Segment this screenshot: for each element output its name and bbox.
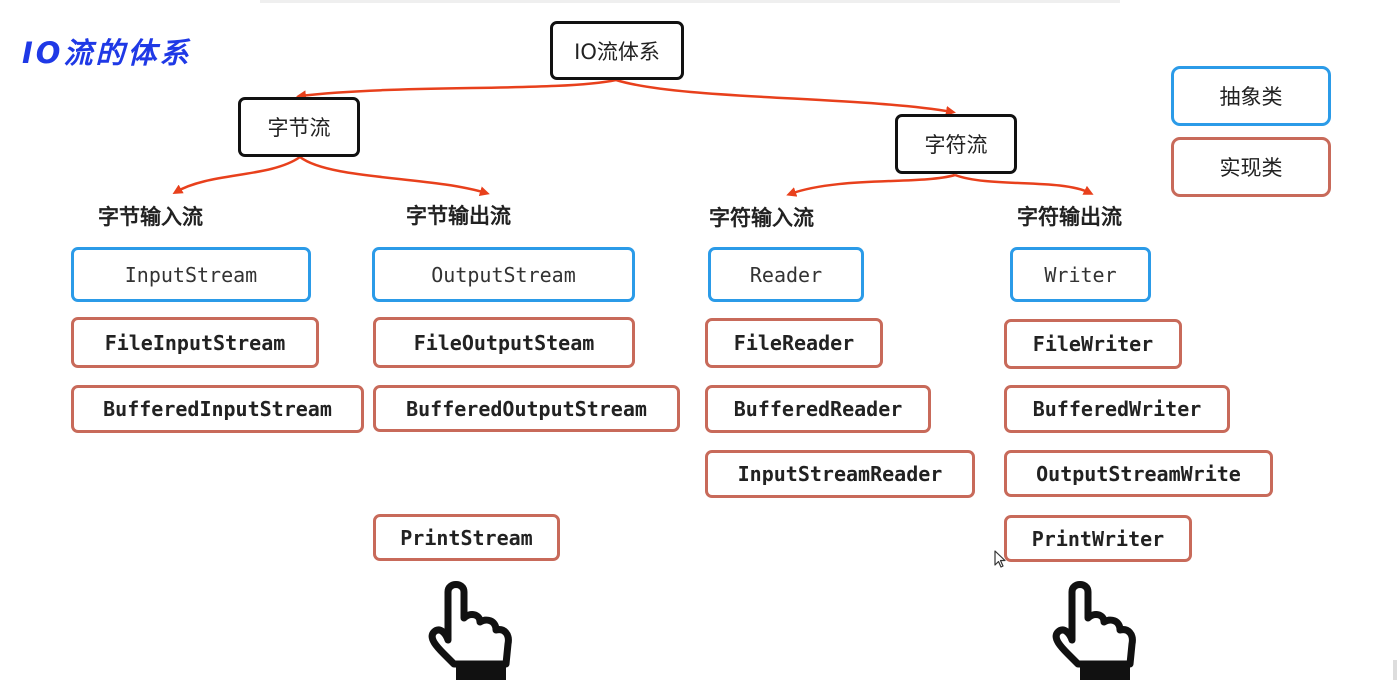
class-label: FileInputStream bbox=[104, 330, 286, 355]
class-label: InputStreamReader bbox=[737, 462, 943, 486]
class-fileinputstream: FileInputStream bbox=[71, 317, 319, 368]
arrow-root-to-byte bbox=[296, 78, 617, 101]
class-outputstreamwrite: OutputStreamWrite bbox=[1004, 450, 1273, 497]
byte-stream-node: 字节流 bbox=[238, 97, 360, 157]
root-node: IO流体系 bbox=[550, 21, 684, 80]
root-label: IO流体系 bbox=[574, 39, 660, 64]
mouse-cursor-icon bbox=[994, 550, 1006, 568]
class-label: OutputStream bbox=[431, 262, 576, 287]
class-label: Writer bbox=[1044, 262, 1117, 287]
heading-char-input: 字符输入流 bbox=[709, 206, 814, 230]
class-label: Reader bbox=[749, 262, 823, 287]
heading-byte-input: 字节输入流 bbox=[98, 205, 203, 229]
class-bufferedwriter: BufferedWriter bbox=[1004, 385, 1230, 433]
class-bufferedreader: BufferedReader bbox=[705, 385, 931, 433]
class-inputstreamreader: InputStreamReader bbox=[705, 450, 975, 498]
class-inputstream: InputStream bbox=[71, 247, 311, 302]
class-fileoutputsteam: FileOutputSteam bbox=[373, 317, 635, 368]
class-printstream: PrintStream bbox=[373, 514, 560, 561]
diagram-title: IO流的体系 bbox=[22, 36, 192, 70]
arrow-root-to-char bbox=[615, 78, 956, 116]
class-bufferedinputstream: BufferedInputStream bbox=[71, 385, 364, 433]
class-label: BufferedOutputStream bbox=[406, 396, 647, 421]
legend-abstract: 抽象类 bbox=[1171, 66, 1331, 126]
class-label: PrintStream bbox=[400, 525, 533, 550]
legend-abstract-label: 抽象类 bbox=[1219, 85, 1283, 109]
class-label: InputStream bbox=[124, 262, 258, 287]
arrow-byte-to-out bbox=[299, 156, 490, 197]
arrow-byte-to-in bbox=[172, 155, 301, 195]
heading-byte-output: 字节输出流 bbox=[406, 204, 511, 228]
arrow-char-to-in bbox=[786, 173, 956, 197]
legend-impl-label: 实现类 bbox=[1219, 156, 1283, 180]
legend-impl: 实现类 bbox=[1171, 137, 1331, 197]
class-label: FileOutputSteam bbox=[413, 330, 595, 355]
class-writer: Writer bbox=[1010, 247, 1151, 302]
class-label: BufferedReader bbox=[733, 397, 903, 421]
edge-mark bbox=[1393, 660, 1397, 680]
class-bufferedoutputstream: BufferedOutputStream bbox=[373, 385, 680, 432]
class-filereader: FileReader bbox=[705, 318, 883, 368]
class-label: PrintWriter bbox=[1031, 526, 1165, 551]
class-label: BufferedInputStream bbox=[103, 397, 332, 421]
byte-stream-label: 字节流 bbox=[267, 116, 331, 140]
char-stream-label: 字符流 bbox=[924, 133, 988, 157]
class-label: FileWriter bbox=[1032, 332, 1154, 356]
class-label: FileReader bbox=[733, 331, 855, 355]
arrow-char-to-out bbox=[954, 173, 1094, 195]
class-reader: Reader bbox=[708, 247, 864, 302]
class-printwriter: PrintWriter bbox=[1004, 515, 1192, 562]
pointing-hand-icon bbox=[1052, 581, 1136, 680]
class-label: OutputStreamWrite bbox=[1036, 461, 1241, 486]
heading-char-output: 字符输出流 bbox=[1017, 205, 1122, 229]
top-divider bbox=[260, 0, 1120, 3]
char-stream-node: 字符流 bbox=[895, 114, 1017, 174]
class-label: BufferedWriter bbox=[1032, 397, 1202, 421]
class-filewriter: FileWriter bbox=[1004, 319, 1182, 369]
class-outputstream: OutputStream bbox=[372, 247, 635, 302]
pointing-hand-icon bbox=[428, 581, 512, 680]
